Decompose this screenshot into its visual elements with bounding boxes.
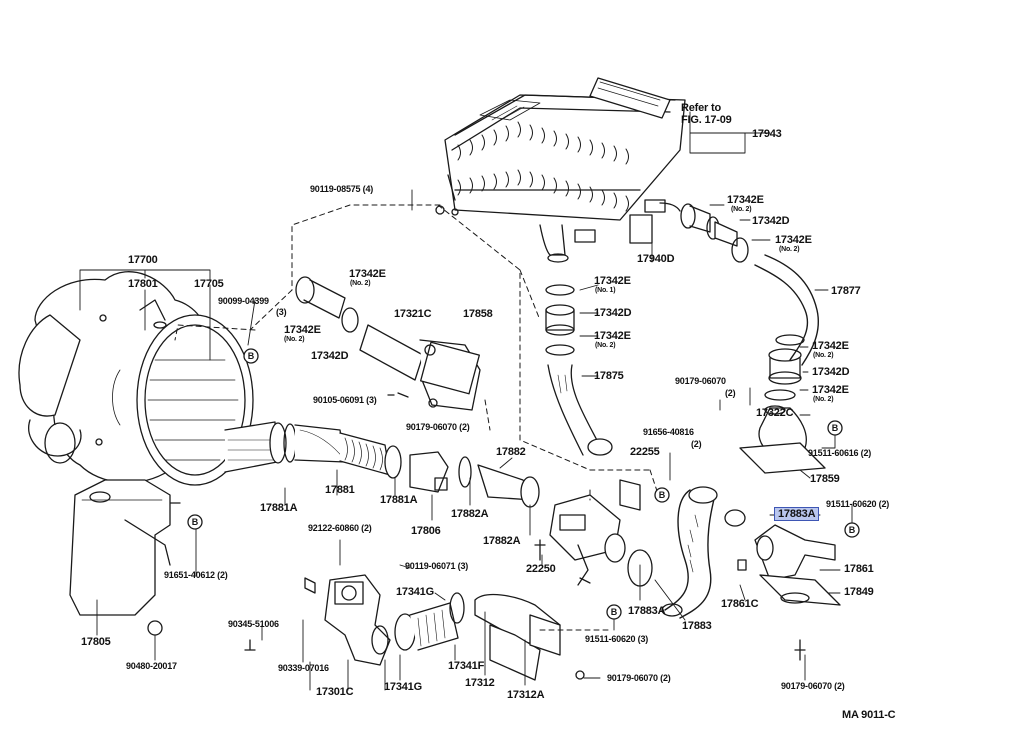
part-label: 17881A [260,502,298,514]
lower-fitting [244,574,585,681]
bolt-marker-letter: B [832,423,839,433]
part-label-sub: (No. 2) [731,206,752,213]
part-label: 17342E [284,324,321,336]
reference-line1: Refer to [681,102,721,114]
part-label: 17877 [831,285,861,297]
part-label-sub: (No. 2) [813,352,834,359]
part-label: 90179-06070 (2) [406,422,470,432]
part-label: 17341F [448,660,485,672]
part-label: 90179-06070 (2) [607,673,671,683]
part-label: 90179-06070 [675,376,726,386]
part-label-sub: (No. 1) [595,287,616,294]
part-label: 17322C [756,407,794,419]
part-label: 17881 [325,484,355,496]
part-label: 17861C [721,598,759,610]
pipe-17861 [737,524,841,661]
part-label: 17861 [844,563,874,575]
part-label: 17883 [682,620,712,632]
part-label-sub: (No. 2) [350,280,371,287]
part-label: 17312 [465,677,495,689]
part-label: 91511-60620 (2) [826,499,890,509]
figure-code: MA 9011-C [842,709,896,721]
hose-17883 [661,486,746,619]
middle-hose-chain [545,284,613,456]
part-label: 17321C [394,308,432,320]
part-label: 17342E [812,340,849,352]
turbocharger-and-air-cleaner [18,271,254,504]
bolt-marker-letter: B [248,351,255,361]
bolt-marker-letter: B [849,525,856,535]
reference-line2: FIG. 17-09 [681,114,732,126]
part-label-sub: (2) [691,439,702,449]
part-label: 17881A [380,494,418,506]
part-label: 17882A [483,535,521,547]
part-label: 17700 [128,254,158,266]
part-label: 90345-51006 [228,619,279,629]
part-label: 17342E [775,234,812,246]
part-label: 90339-07016 [278,663,329,673]
part-label: 90105-06091 (3) [313,395,377,405]
bolt-marker-letter: B [659,490,666,500]
bolt-marker-letter: B [192,517,199,527]
part-label: 17341G [396,586,434,598]
part-label-sub: (No. 2) [779,246,800,253]
part-label-sub: (No. 2) [813,396,834,403]
part-label: 17312A [507,689,545,701]
part-label: 17882A [451,508,489,520]
part-label: 17342E [349,268,386,280]
reservoir-tank [69,479,171,636]
part-label: 90119-06071 (3) [405,561,469,571]
part-label: 17301C [316,686,354,698]
part-label-sub: (No. 2) [284,336,305,343]
part-label: 17805 [81,636,111,648]
part-label: 90119-08575 (4) [310,184,374,194]
part-label-sub: (No. 2) [595,342,616,349]
bolt-marker-letter: B [611,607,618,617]
part-label: 17883A [628,605,666,617]
part-label: 17342D [812,366,850,378]
bolt-marker-letters: B B B B B B [192,351,856,617]
part-label: 17341G [384,681,422,693]
part-label: 17342E [594,275,631,287]
part-label: 91511-60616 (2) [808,448,872,458]
part-label: 91656-40816 [643,427,694,437]
part-label: 17882 [496,446,526,458]
part-label: 17806 [411,525,441,537]
part-label: 90179-06070 (2) [781,681,845,691]
part-label: 17940D [637,253,675,265]
part-label: 92122-60860 (2) [308,523,372,533]
part-label: 17943 [752,128,782,140]
highlighted-part-label[interactable]: 17883A [774,507,820,521]
part-label: 17801 [128,278,158,290]
part-label: 17342E [594,330,631,342]
part-label: 90480-20017 [126,661,177,671]
bolt-markers [187,348,860,620]
part-label: 17875 [594,370,624,382]
part-label: 91651-40612 (2) [164,570,228,580]
part-label: 17705 [194,278,224,290]
inlet-pipe [295,276,481,411]
part-label: 17859 [810,473,840,485]
part-label: 17858 [463,308,493,320]
part-label: 17342D [311,350,349,362]
part-label: 22250 [526,563,556,575]
part-label: 17342E [727,194,764,206]
part-label: 17342D [594,307,632,319]
part-label: 17342E [812,384,849,396]
part-label-sub: (3) [276,307,287,317]
part-label: 22255 [630,446,660,458]
part-label: 90099-04399 [218,296,269,306]
part-label: 17342D [752,215,790,227]
part-label: 91511-60620 (3) [585,634,649,644]
intercooler-assembly [435,77,686,263]
part-label: 17849 [844,586,874,598]
right-hose-chain [680,203,826,474]
part-label-sub: (2) [725,388,736,398]
